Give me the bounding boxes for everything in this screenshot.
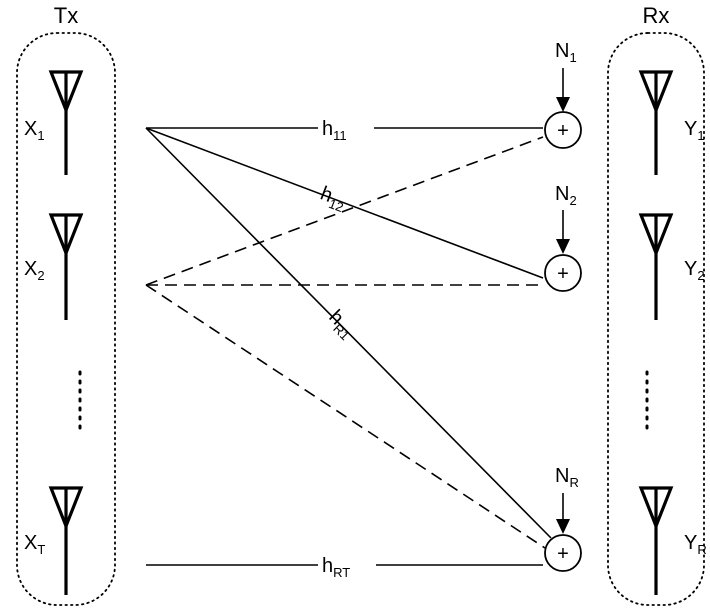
channel-label-h12: h12 xyxy=(316,183,349,216)
noise-label-2: N2 xyxy=(555,183,577,208)
channel-h12-line xyxy=(145,127,544,279)
noise-label-1: N1 xyxy=(555,40,577,65)
channel-x2-to-rr-line xyxy=(145,284,546,549)
tx-antenna-t xyxy=(48,486,84,595)
tx-frame xyxy=(16,32,116,606)
noise-label-r: NR xyxy=(555,465,579,490)
noise-arrow-r xyxy=(556,493,570,534)
rx-antenna-r xyxy=(638,486,674,595)
noise-arrow-1 xyxy=(556,68,570,112)
channel-hr1-line xyxy=(145,127,552,539)
rx-label-2: Y2 xyxy=(684,258,705,283)
tx-label-1: X1 xyxy=(24,118,45,143)
rx-label-1: Y1 xyxy=(684,118,705,143)
rx-antenna-2 xyxy=(638,213,674,320)
svg-text:+: + xyxy=(557,120,569,142)
tx-label-2: X2 xyxy=(24,258,45,283)
adder-1: + xyxy=(544,111,582,149)
svg-text:+: + xyxy=(557,263,569,285)
tx-antenna-2 xyxy=(48,213,84,320)
noise-arrow-2 xyxy=(556,210,570,254)
rx-label-r: YR xyxy=(684,532,707,557)
svg-text:+: + xyxy=(557,543,569,565)
rx-antenna-1 xyxy=(638,70,674,175)
channel-label-hrt: hRT xyxy=(318,550,376,580)
svg-text:h11: h11 xyxy=(322,118,347,143)
channel-label-h11: h11 xyxy=(318,112,374,143)
tx-antenna-1 xyxy=(48,70,84,175)
rx-title: Rx xyxy=(643,3,670,28)
tx-title: Tx xyxy=(54,3,78,28)
svg-text:h12: h12 xyxy=(316,183,349,216)
adder-2: + xyxy=(544,254,582,292)
adder-r: + xyxy=(544,534,582,572)
svg-text:hRT: hRT xyxy=(322,555,350,580)
tx-label-t: XT xyxy=(24,532,45,557)
channel-x2-to-r1-line xyxy=(145,136,544,286)
rx-frame xyxy=(607,32,705,606)
